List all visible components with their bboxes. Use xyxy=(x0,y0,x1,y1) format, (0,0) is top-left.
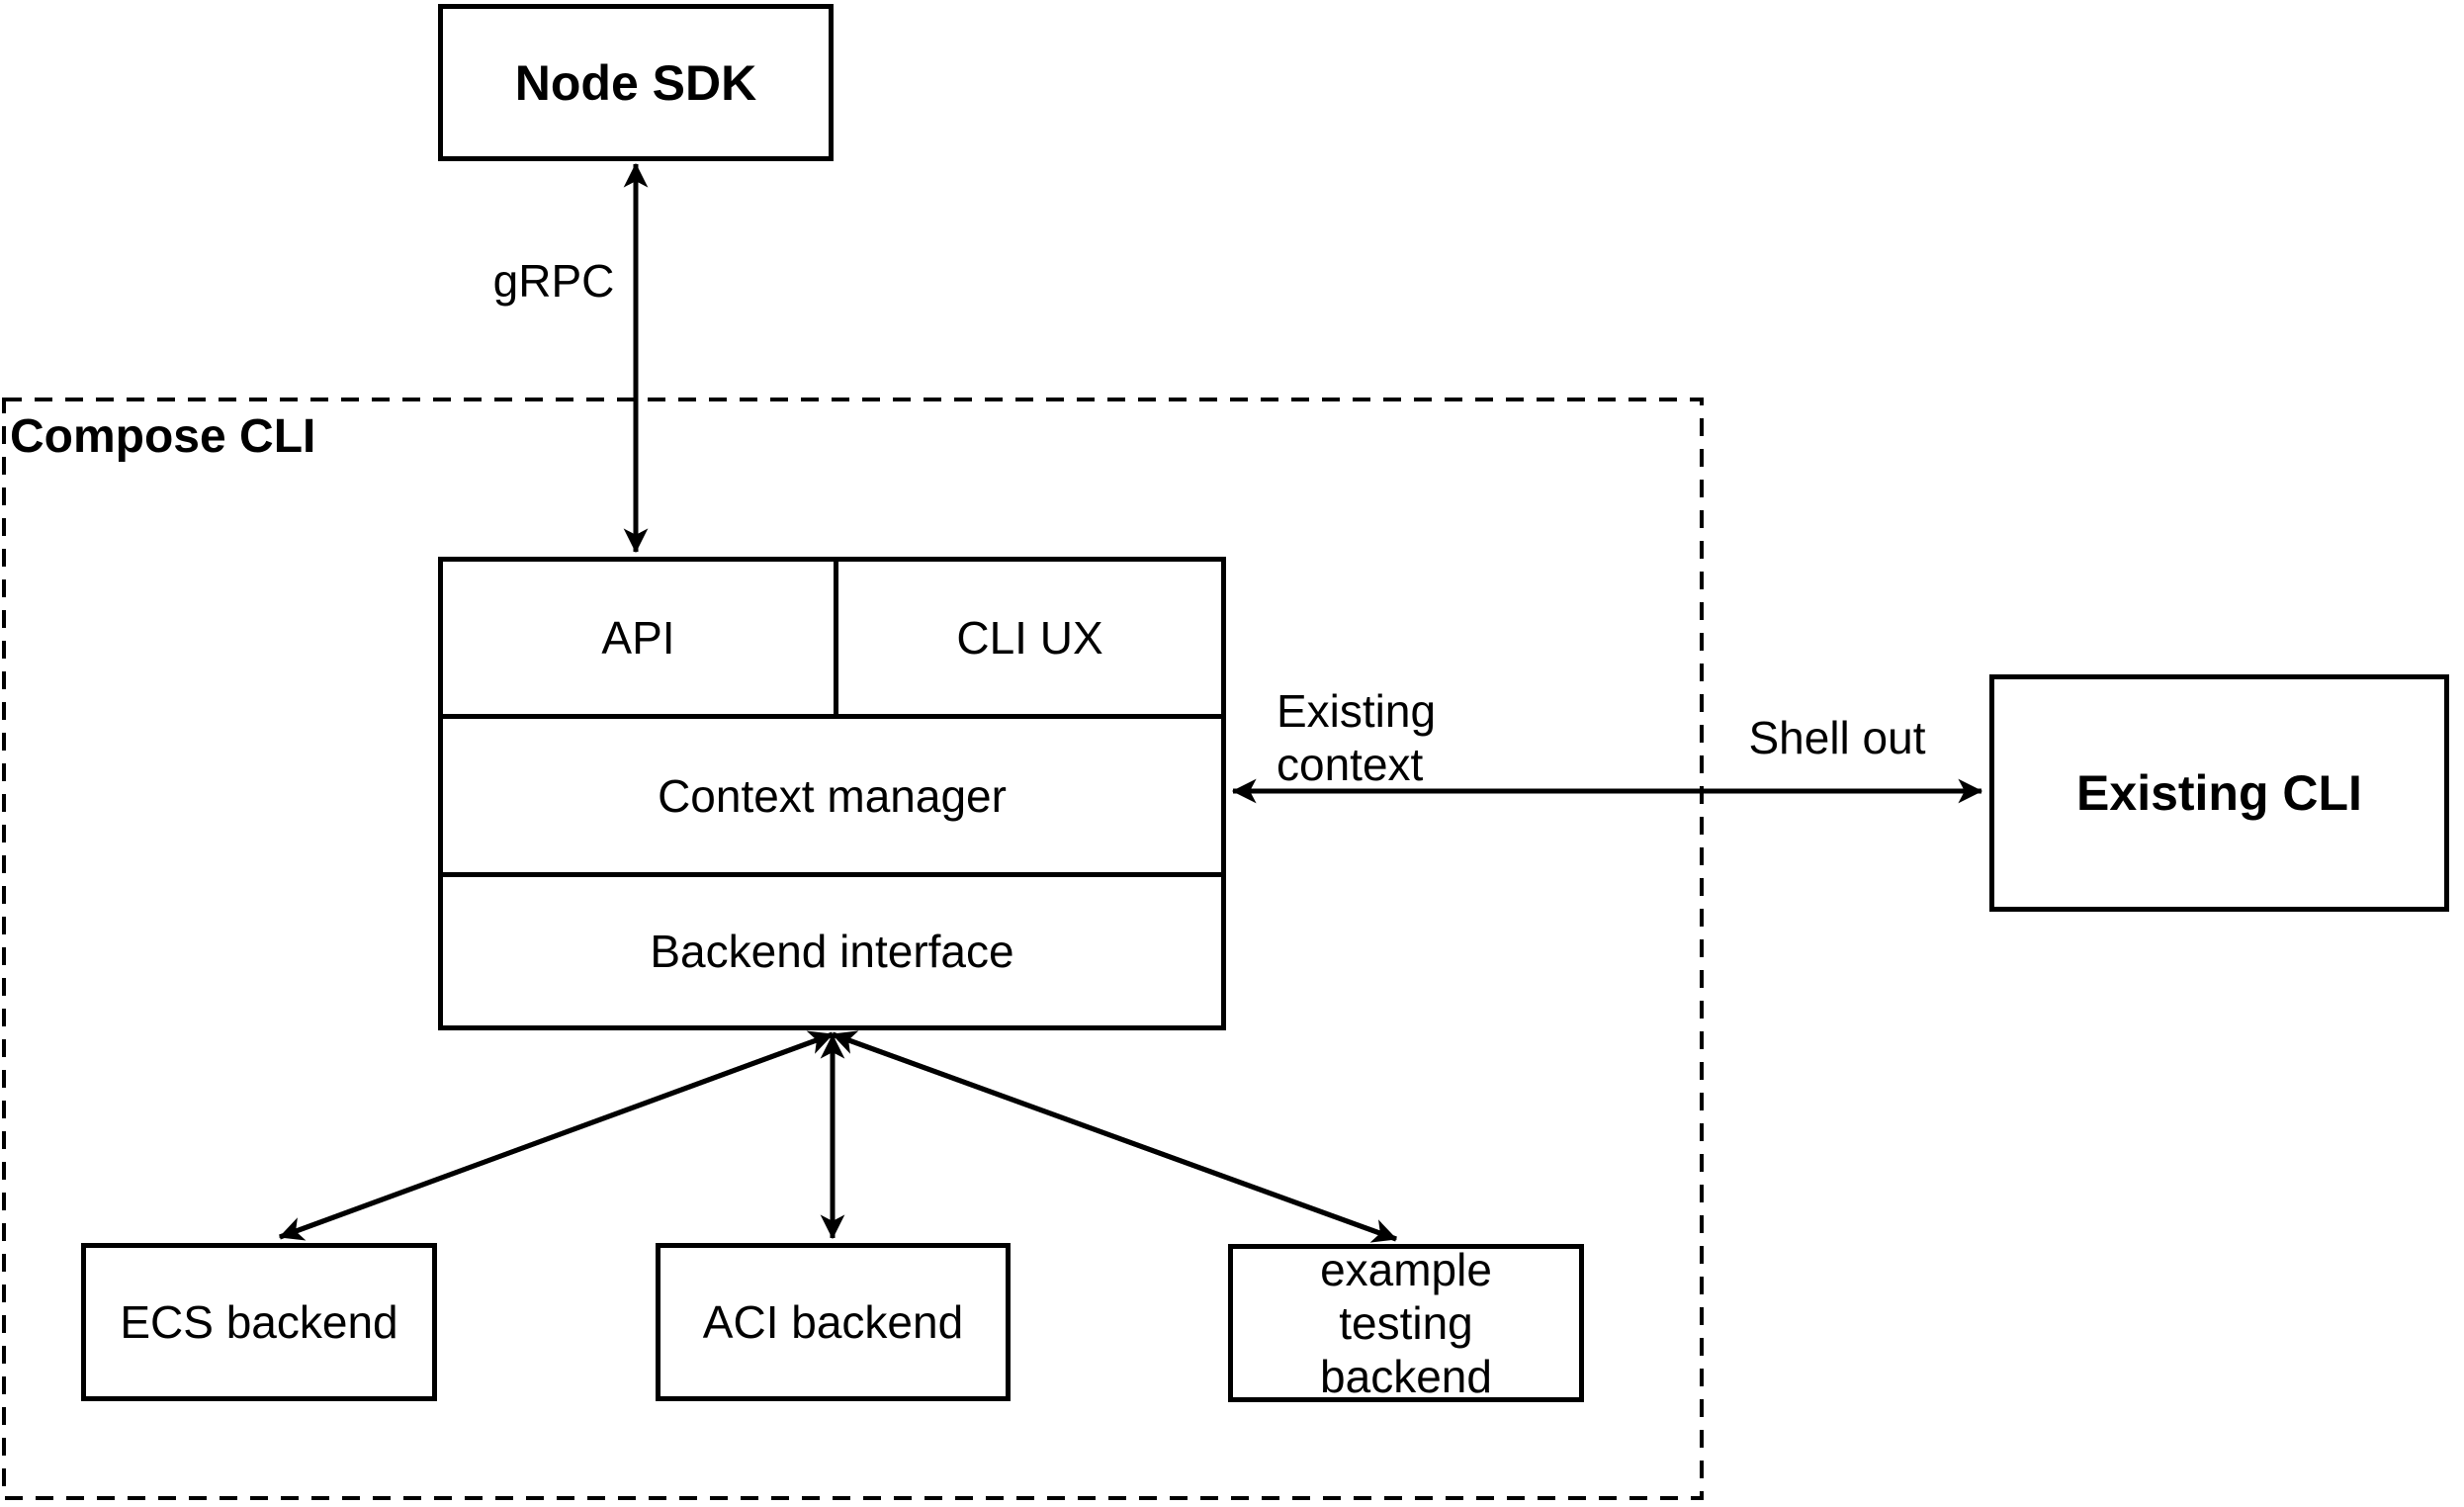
ecs-backend-label: ECS backend xyxy=(120,1296,398,1348)
node-sdk-label: Node SDK xyxy=(514,54,757,111)
backend-interface-box: Backend interface xyxy=(443,872,1221,1025)
existing-cli-label: Existing CLI xyxy=(2076,765,2362,821)
backend-to-example-arrow xyxy=(831,1030,1398,1243)
backend-interface-label: Backend interface xyxy=(650,926,1014,977)
backend-to-ecs-arrow xyxy=(278,1030,835,1241)
example-testing-backend-label: example testing backend xyxy=(1320,1244,1492,1402)
compose-cli-label: Compose CLI xyxy=(10,410,316,463)
aci-backend-label: ACI backend xyxy=(702,1296,964,1348)
api-cliux-row: API CLI UX xyxy=(443,562,1221,714)
shell-out-edge-label: Shell out xyxy=(1748,712,1926,763)
grpc-edge-label: gRPC xyxy=(492,255,615,307)
aci-backend-box: ACI backend xyxy=(656,1243,1011,1401)
compose-cli-core-box: API CLI UX Context manager Backend inter… xyxy=(438,557,1226,1030)
cli-ux-box: CLI UX xyxy=(838,562,1221,714)
existing-cli-box: Existing CLI xyxy=(1989,674,2449,912)
compose-cli-container-border xyxy=(2,398,1704,1500)
cli-ux-label: CLI UX xyxy=(956,612,1103,664)
api-box: API xyxy=(443,562,838,714)
example-testing-backend-box: example testing backend xyxy=(1228,1244,1584,1402)
api-label: API xyxy=(601,612,675,664)
ecs-backend-box: ECS backend xyxy=(81,1243,437,1401)
node-sdk-box: Node SDK xyxy=(438,4,834,161)
context-manager-box: Context manager xyxy=(443,714,1221,872)
context-manager-label: Context manager xyxy=(658,769,1007,822)
existing-context-edge-label: Existing context xyxy=(1276,685,1437,790)
